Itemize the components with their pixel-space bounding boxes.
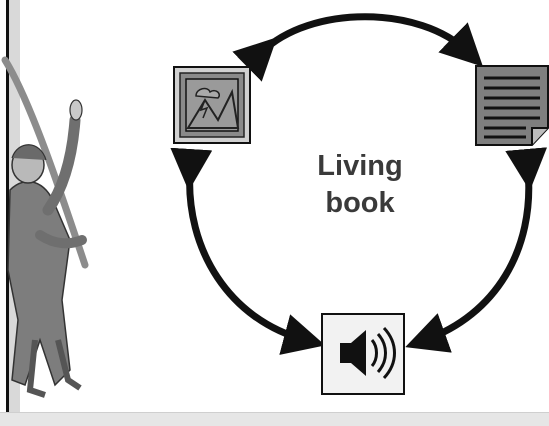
- speaker-audio-icon: [321, 313, 405, 395]
- arrow-image-text: [232, 13, 484, 82]
- center-label-line1: Living: [317, 150, 403, 182]
- landscape-image-icon: [173, 66, 251, 144]
- bottom-strip: [0, 412, 549, 426]
- arrow-image-audio: [170, 147, 326, 355]
- center-label-line2: book: [325, 187, 395, 219]
- medieval-figure-illustration: [1, 56, 89, 398]
- page-edge-border: [6, 0, 9, 412]
- arrow-text-audio: [405, 147, 548, 353]
- document-text-icon: [475, 65, 549, 146]
- center-label: Living book: [290, 148, 430, 222]
